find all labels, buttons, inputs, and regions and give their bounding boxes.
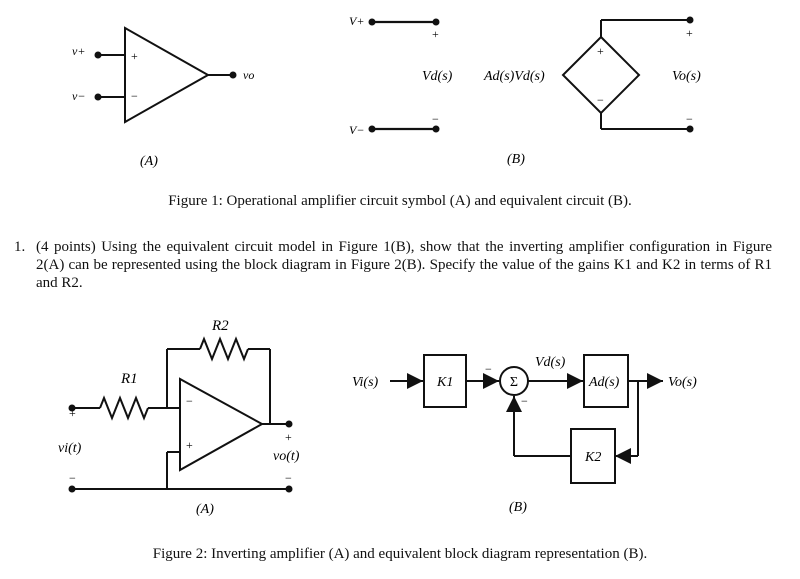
fig1b-src-plus: +: [597, 44, 604, 58]
fig2a-R1-label: R1: [120, 371, 138, 387]
fig2b-Vi-label: Vi(s): [352, 375, 379, 390]
figure1-caption: Figure 1: Operational amplifier circuit …: [168, 193, 632, 209]
fig1b-src-minus: −: [597, 93, 604, 107]
fig1b-vminus-node-left: [368, 125, 376, 133]
fig1b-in-minus: −: [432, 112, 439, 126]
fig2b-K2-label: K2: [584, 450, 601, 465]
fig1a-panel-label: (A): [140, 154, 158, 169]
fig1-vplus-node: [94, 51, 102, 59]
fig1-opamp-symbol: [98, 26, 233, 124]
fig1b-Vo-label: Vo(s): [672, 69, 701, 84]
fig2b-Vd-label: Vd(s): [535, 355, 566, 370]
fig2a-vo-label: vo(t): [273, 449, 300, 464]
fig2b-panel-label: (B): [509, 500, 527, 515]
fig2a-in-plus: +: [69, 406, 76, 420]
fig2a-out-minus: −: [285, 471, 292, 485]
fig2a-out-plus: +: [285, 430, 292, 444]
fig2b-Vo-label: Vo(s): [668, 375, 697, 390]
fig1b-Vplus-label: V+: [349, 14, 364, 28]
fig2b-K1-label: K1: [436, 375, 453, 390]
fig1b-Vminus-label: V−: [349, 123, 364, 137]
fig2b-sum-symbol: Σ: [510, 375, 518, 390]
fig1a-minus-sign: −: [131, 89, 138, 103]
fig2a-in-minus: −: [69, 471, 76, 485]
fig1b-vplus-node-right: [432, 18, 440, 26]
fig2b-sum-minus-left: −: [485, 362, 492, 376]
fig1b-in-plus: +: [432, 27, 439, 41]
fig1b-vminus-node-right: [432, 125, 440, 133]
fig2a-panel-label: (A): [196, 502, 214, 517]
fig1a-plus-sign: +: [131, 49, 138, 63]
fig1b-out-plus: +: [686, 26, 693, 40]
figure2-caption: Figure 2: Inverting amplifier (A) and eq…: [152, 546, 648, 562]
problem-text: (4 points) Using the equivalent circuit …: [36, 239, 772, 291]
fig2a-R2-label: R2: [211, 318, 229, 334]
fig1b-out-node-top: [686, 16, 694, 24]
fig2b-sum-minus-bottom: −: [521, 394, 528, 408]
fig2a-out-node: [285, 420, 293, 428]
fig2a-opamp-minus: −: [186, 394, 193, 408]
fig2a-gnd-node-right: [285, 485, 293, 493]
fig1-equiv-input: [372, 20, 436, 131]
problem-number: 1.: [14, 239, 26, 255]
fig2a-gnd-node-left: [68, 485, 76, 493]
fig1b-out-node-bottom: [686, 125, 694, 133]
fig1b-source-label: Ad(s)Vd(s): [483, 69, 545, 84]
fig2a-vi-label: vi(t): [58, 441, 82, 456]
fig1a-vplus-label: v+: [72, 44, 85, 58]
fig2-block-diagram: [390, 354, 663, 484]
fig1a-vminus-label: v−: [72, 89, 85, 103]
fig1-vout-node: [229, 71, 237, 79]
fig1b-panel-label: (B): [507, 152, 525, 167]
fig1a-vout-label: vo: [243, 68, 254, 82]
fig1b-vplus-node-left: [368, 18, 376, 26]
problem-statement: 1. (4 points) Using the equivalent circu…: [14, 238, 772, 292]
fig1-vminus-node: [94, 93, 102, 101]
fig2-inverting-amp: [72, 336, 289, 490]
fig1b-Vd-label: Vd(s): [422, 69, 453, 84]
fig1b-out-minus: −: [686, 112, 693, 126]
fig2a-opamp-plus: +: [186, 438, 193, 452]
fig1-dependent-source: [561, 19, 690, 130]
fig2a-in-node: [68, 404, 76, 412]
fig2b-Ad-label: Ad(s): [588, 375, 620, 390]
